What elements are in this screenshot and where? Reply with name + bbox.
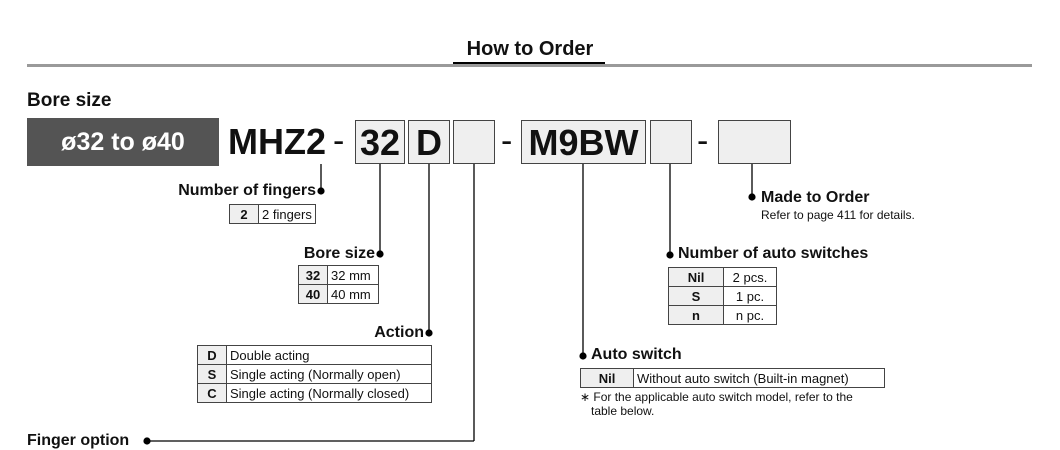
option-value: Single acting (Normally open)	[226, 364, 432, 384]
option-key: Nil	[668, 267, 724, 287]
code-box-num-switches	[650, 120, 692, 164]
code-box-bore: 32	[355, 120, 405, 164]
table-row: 2 2 fingers	[229, 204, 316, 224]
table-row: S Single acting (Normally open)	[197, 364, 432, 384]
number-of-fingers-table: 2 2 fingers	[229, 204, 316, 224]
number-of-auto-switches-label: Number of auto switches	[678, 245, 869, 262]
table-row: n n pc.	[668, 305, 777, 325]
option-value: 32 mm	[327, 265, 379, 285]
code-box-auto-switch: M9BW	[521, 120, 646, 164]
table-row: S 1 pc.	[668, 286, 777, 306]
leader-dot	[143, 437, 151, 445]
finger-option-label: Finger option	[27, 432, 130, 449]
page-title: How to Order	[466, 38, 594, 60]
table-row: Nil 2 pcs.	[668, 267, 777, 287]
option-key: S	[197, 364, 227, 384]
option-value: 2 fingers	[258, 204, 316, 224]
option-value: Double acting	[226, 345, 432, 365]
option-value: 2 pcs.	[723, 267, 777, 287]
bore-size-table: 32 32 mm 40 40 mm	[298, 265, 379, 304]
code-dash: -	[697, 122, 709, 160]
option-value: Single acting (Normally closed)	[226, 383, 432, 403]
option-key: 32	[298, 265, 328, 285]
series-code: MHZ2	[228, 121, 326, 162]
number-of-fingers-label: Number of fingers	[178, 182, 316, 199]
option-value: Without auto switch (Built-in magnet)	[633, 368, 885, 388]
option-key: n	[668, 305, 724, 325]
leader-dot	[666, 251, 674, 259]
header-rule	[27, 64, 1032, 67]
auto-switch-note: ∗ For the applicable auto switch model, …	[580, 390, 853, 404]
code-box-finger-option	[453, 120, 495, 164]
table-row: D Double acting	[197, 345, 432, 365]
option-value: 40 mm	[327, 284, 379, 304]
made-to-order-label: Made to Order	[761, 189, 870, 206]
auto-switch-label: Auto switch	[591, 346, 682, 363]
bore-size-heading: Bore size	[27, 90, 112, 111]
code-box-action: D	[408, 120, 450, 164]
auto-switch-note: table below.	[591, 404, 655, 418]
leader-dot	[748, 193, 756, 201]
made-to-order-note: Refer to page 411 for details.	[761, 208, 915, 222]
table-row: 32 32 mm	[298, 265, 379, 285]
leader-dot	[579, 352, 587, 360]
leader-dot	[376, 250, 384, 258]
table-row: C Single acting (Normally closed)	[197, 383, 432, 403]
option-key: 2	[229, 204, 259, 224]
table-row: 40 40 mm	[298, 284, 379, 304]
table-row: Nil Without auto switch (Built-in magnet…	[580, 368, 885, 388]
option-key: S	[668, 286, 724, 306]
option-key: C	[197, 383, 227, 403]
number-of-auto-switches-table: Nil 2 pcs. S 1 pc. n n pc.	[668, 267, 777, 325]
auto-switch-table: Nil Without auto switch (Built-in magnet…	[580, 368, 885, 388]
bore-size-label: Bore size	[303, 245, 375, 262]
option-value: n pc.	[723, 305, 777, 325]
bore-range-badge: ø32 to ø40	[27, 118, 219, 166]
code-box-made-to-order	[718, 120, 791, 164]
option-key: D	[197, 345, 227, 365]
option-key: 40	[298, 284, 328, 304]
action-table: D Double acting S Single acting (Normall…	[197, 345, 432, 403]
code-dash: -	[333, 122, 345, 160]
code-dash: -	[501, 122, 513, 160]
option-value: 1 pc.	[723, 286, 777, 306]
option-key: Nil	[580, 368, 634, 388]
action-label: Action	[374, 324, 424, 341]
leader-dot	[317, 187, 325, 195]
leader-dot	[425, 329, 433, 337]
